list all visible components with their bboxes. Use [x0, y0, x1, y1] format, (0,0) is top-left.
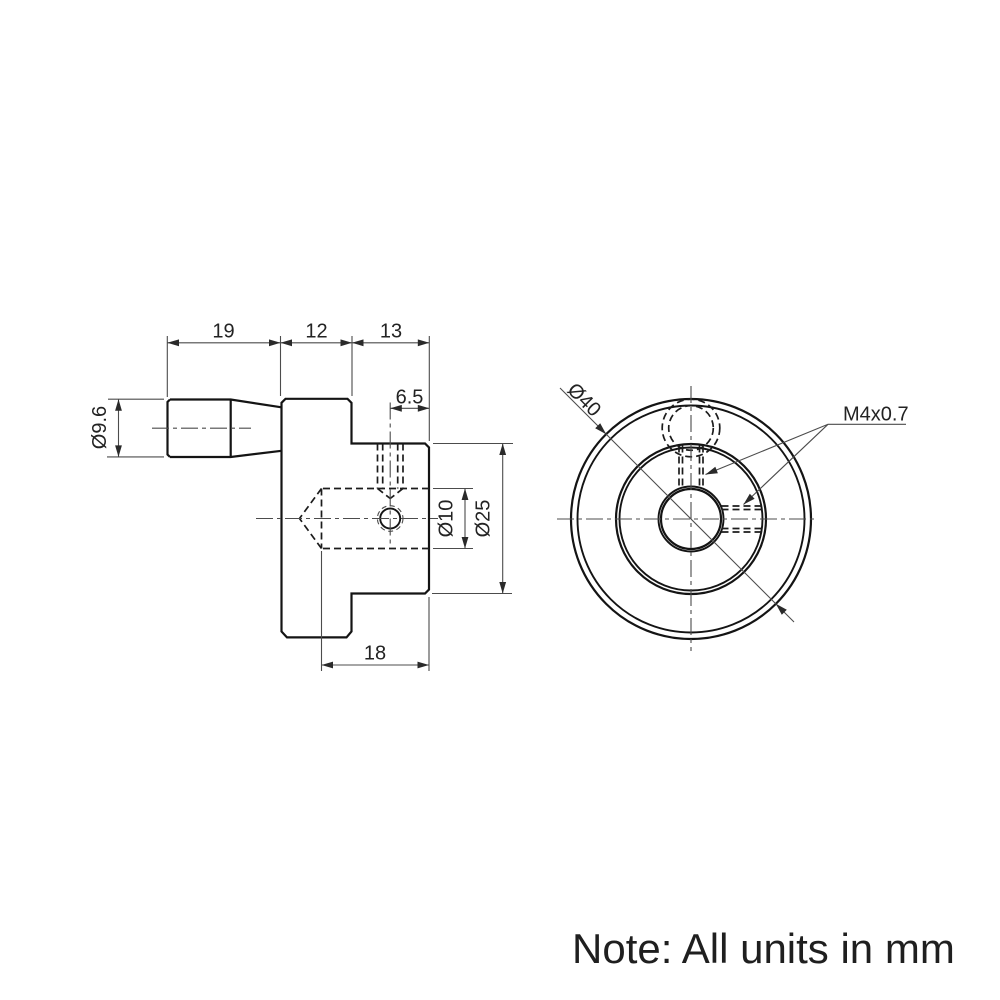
dim-cylinder-dia-lines: [432, 442, 513, 595]
thread-leader-lines: [705, 423, 906, 505]
dim-disc-width: 12: [305, 321, 327, 343]
arrowhead: [417, 661, 429, 669]
arrowhead: [280, 339, 292, 347]
side-view: [152, 397, 438, 639]
dim-cylinder-dia: Ø25: [473, 500, 495, 538]
dim-bore-depth-lines: [320, 551, 430, 671]
side-view-dimensions: 19 12 13 6.5 Ø9.6 Ø10 Ø25 18: [89, 321, 513, 671]
dim-handle-dia: Ø9.6: [89, 406, 111, 449]
dim-handle-length: 19: [212, 321, 234, 343]
arrowhead: [340, 339, 352, 347]
front-view: [557, 386, 818, 651]
arrowhead: [705, 466, 718, 475]
handle-outline: [166, 398, 282, 459]
thread-spec-label: M4x0.7: [843, 404, 909, 426]
arrowhead: [167, 339, 179, 347]
units-note: Note: All units in mm: [572, 925, 955, 972]
extension-lines-top: [166, 336, 430, 441]
arrowhead: [461, 537, 469, 549]
arrowhead: [499, 582, 507, 594]
arrowhead: [775, 603, 787, 615]
arrowhead: [417, 339, 430, 347]
arrowhead: [417, 404, 430, 412]
dim-disc-dia: Ø40: [563, 379, 605, 421]
arrowhead: [743, 493, 755, 505]
disc-cylinder-outline: [280, 397, 431, 639]
dim-bore-depth: 18: [364, 643, 386, 665]
dim-hole-offset: 6.5: [396, 387, 424, 409]
setscrew-hole-top-hidden: [376, 443, 404, 500]
arrowhead: [115, 399, 122, 411]
arrowhead: [115, 445, 122, 457]
arrowhead: [352, 339, 364, 347]
arrowhead: [321, 661, 333, 669]
dim-disc-dia-line: [559, 387, 795, 623]
arrowhead: [595, 423, 607, 435]
dim-bore-dia: Ø10: [436, 500, 458, 538]
front-view-dimensions: Ø40 M4x0.7: [559, 379, 909, 623]
arrowhead: [269, 339, 281, 347]
arrowhead: [499, 443, 507, 455]
dim-cylinder-length: 13: [380, 321, 402, 343]
arrowhead: [461, 488, 469, 500]
arrowhead: [390, 404, 402, 412]
